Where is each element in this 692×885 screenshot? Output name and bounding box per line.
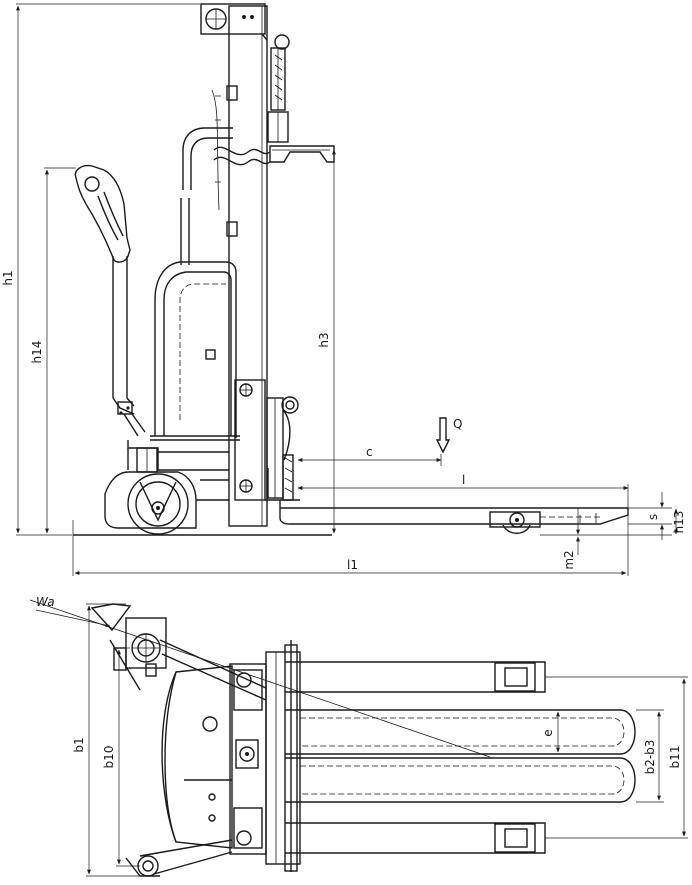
drive-wheel <box>127 473 189 535</box>
battery-cover <box>150 261 240 441</box>
dim-label-b11: b11 <box>668 746 682 769</box>
dim-label-h14: h14 <box>30 341 44 364</box>
mast <box>200 3 271 527</box>
body-top <box>161 665 233 849</box>
hydraulic-hose <box>180 89 233 265</box>
dim-label-m2: m2 <box>562 550 576 569</box>
load-indicator: Q <box>435 417 462 454</box>
dim-label-b2-b3: b2-b3 <box>643 740 657 775</box>
dim-label-h3: h3 <box>317 332 331 347</box>
carriage-top <box>265 640 301 872</box>
bolt-icon <box>250 15 254 19</box>
top-view: Wa b1 b10 e b2-b3 b11 <box>29 595 688 877</box>
dim-label-l: l <box>462 473 465 487</box>
bolt-icon <box>242 15 246 19</box>
dim-label-b10: b10 <box>102 746 116 769</box>
dim-label-b1: b1 <box>72 737 86 752</box>
key-switch-icon <box>202 716 218 732</box>
fork <box>279 499 629 534</box>
side-dimensions: h1 h14 h3 c l l1 s <box>1 3 686 576</box>
lift-chain <box>267 34 290 143</box>
fork-carriage <box>234 379 299 510</box>
chassis <box>73 440 332 536</box>
tiller-handle <box>74 164 146 437</box>
dim-label-wa: Wa <box>36 595 55 609</box>
side-view: Q h1 h14 h3 c l l <box>1 3 686 576</box>
load-label-q: Q <box>453 417 462 431</box>
mast-top <box>229 663 267 855</box>
tiller-top <box>90 603 267 877</box>
dim-label-h1: h1 <box>1 270 15 285</box>
raised-fork-carriage <box>269 145 335 163</box>
dim-label-c: c <box>366 445 373 459</box>
dim-label-s: s <box>646 514 660 520</box>
dim-label-e: e <box>541 729 555 736</box>
dim-label-l1: l1 <box>347 558 358 572</box>
dim-label-h13: h13 <box>672 511 686 534</box>
forks-top <box>285 661 636 854</box>
top-dimensions: b1 b10 e b2-b3 b11 <box>72 603 688 877</box>
